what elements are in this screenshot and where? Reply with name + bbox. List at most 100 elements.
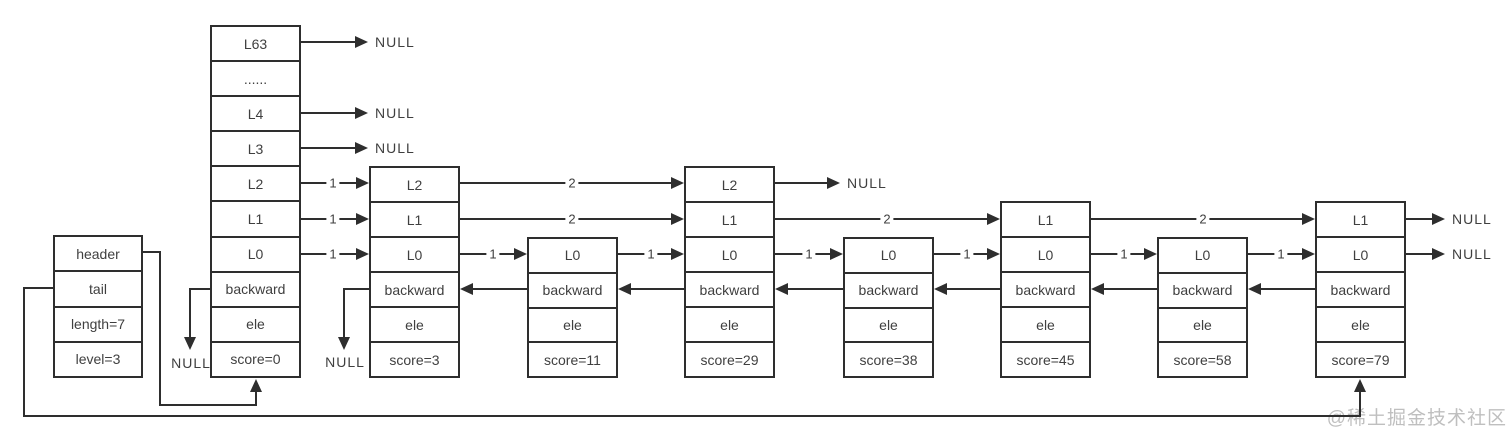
span-label-node4-l0: 1 <box>960 246 974 262</box>
arrow-node6-l0-head <box>1302 248 1315 260</box>
arrow-node3-l2-null-head <box>827 177 840 189</box>
node3-level-l0: L0 <box>686 236 773 271</box>
node7-ele-field: ele <box>1317 306 1404 341</box>
arrow-header-l1-head <box>356 213 369 225</box>
node-score-45: L1 L0 backward ele score=45 <box>1000 201 1091 378</box>
node6-backward-field: backward <box>1159 271 1246 307</box>
arrow-node1-l1-head <box>671 213 684 225</box>
arrow-node3-l1-head <box>987 213 1000 225</box>
node7-level-l1: L1 <box>1352 211 1369 228</box>
arrow-node7-backward-head <box>1248 283 1261 295</box>
arrow-header-l0-head <box>356 248 369 260</box>
arrow-node7-l0-null-line <box>1406 253 1432 255</box>
null-label-l4: NULL <box>375 105 415 121</box>
node5-ele-field: ele <box>1002 306 1089 341</box>
arrow-node5-backward-head <box>934 283 947 295</box>
node-score-79: L1 L0 backward ele score=79 <box>1315 201 1406 378</box>
null-label-header-backward: NULL <box>171 355 211 371</box>
span-label-node5-l0: 1 <box>1117 246 1131 262</box>
arrow-header-backward-head <box>184 337 196 350</box>
header-level-l63: L63 <box>243 35 268 52</box>
arrow-node3-l0-head <box>830 248 843 260</box>
header-level-l3: L3 <box>212 130 299 165</box>
node4-score-field: score=38 <box>845 341 932 376</box>
header-level-l4: L4 <box>212 95 299 130</box>
node1-score-field: score=3 <box>371 341 458 376</box>
node3-level-l1: L1 <box>686 201 773 236</box>
arrow-node7-backward-line <box>1261 288 1315 290</box>
arrow-node1-backward-line-v <box>343 288 345 338</box>
arrow-node2-l0-head <box>671 248 684 260</box>
watermark: @稀土掘金技术社区 <box>1326 408 1507 429</box>
header-backward-field: backward <box>212 270 299 306</box>
arrow-node7-l1-null-head <box>1432 213 1445 225</box>
zskiplist-length-field: length=7 <box>55 305 141 341</box>
header-level-l0: L0 <box>212 235 299 271</box>
node-score-58: L0 backward ele score=58 <box>1157 237 1248 378</box>
arrow-node3-backward-line <box>631 288 684 290</box>
null-label-node1-backward: NULL <box>325 354 365 370</box>
span-label-node3-l1: 2 <box>880 211 894 227</box>
arrow-node6-backward-head <box>1091 283 1104 295</box>
span-label-node1-l0: 1 <box>486 246 500 262</box>
arrow-node1-l0-head <box>514 248 527 260</box>
null-label-node7-l0: NULL <box>1452 246 1492 262</box>
arrow-node5-l0-head <box>1144 248 1157 260</box>
arrow-node3-backward-head <box>618 283 631 295</box>
span-label-node6-l0: 1 <box>1274 246 1288 262</box>
node3-score-field: score=29 <box>686 341 773 376</box>
arrow-node3-l2-null-line <box>775 182 827 184</box>
header-pointer-line-1 <box>143 251 161 253</box>
arrow-node1-l2-head <box>671 177 684 189</box>
header-level-ellipsis: ...... <box>212 60 299 95</box>
zskiplist-header-field: header <box>76 245 120 262</box>
arrow-l63-null-head <box>355 36 368 48</box>
arrow-node4-backward-line <box>788 288 843 290</box>
node5-backward-field: backward <box>1002 271 1089 306</box>
node3-level-l2: L2 <box>721 176 738 193</box>
node6-score-field: score=58 <box>1159 341 1246 376</box>
arrow-l63-null-line <box>301 41 355 43</box>
node7-score-field: score=79 <box>1317 341 1404 376</box>
null-label-node3-l2: NULL <box>847 175 887 191</box>
arrow-node7-l1-null-line <box>1406 218 1432 220</box>
node5-score-field: score=45 <box>1002 341 1089 376</box>
tail-pointer-line-2 <box>23 287 25 417</box>
arrow-node7-l0-null-head <box>1432 248 1445 260</box>
span-label-header-l2: 1 <box>326 175 340 191</box>
node1-level-l0: L0 <box>371 236 458 271</box>
arrow-node1-backward-line-h <box>343 288 369 290</box>
header-level-l2: L2 <box>212 165 299 200</box>
node1-level-l2: L2 <box>406 176 423 193</box>
node5-level-l1: L1 <box>1037 211 1054 228</box>
arrow-header-backward-line-h <box>189 288 210 290</box>
arrow-l4-null-line <box>301 112 355 114</box>
null-label-l3: NULL <box>375 140 415 156</box>
span-label-header-l1: 1 <box>326 211 340 227</box>
node5-level-l0: L0 <box>1002 236 1089 271</box>
header-ele-field: ele <box>212 305 299 341</box>
arrow-node2-backward-line <box>473 288 527 290</box>
null-label-node7-l1: NULL <box>1452 211 1492 227</box>
node3-backward-field: backward <box>686 271 773 306</box>
arrow-node2-backward-head <box>460 283 473 295</box>
arrow-l3-null-line <box>301 147 355 149</box>
span-label-node5-l1: 2 <box>1196 211 1210 227</box>
node4-level-l0: L0 <box>880 247 897 264</box>
zskiplist-info-box: header tail length=7 level=3 <box>53 235 143 378</box>
node1-level-l1: L1 <box>371 201 458 236</box>
header-pointer-head <box>250 379 262 392</box>
arrow-l4-null-head <box>355 107 368 119</box>
node4-ele-field: ele <box>845 306 932 342</box>
node2-ele-field: ele <box>529 306 616 342</box>
arrow-node4-backward-head <box>775 283 788 295</box>
node6-ele-field: ele <box>1159 306 1246 342</box>
node1-backward-field: backward <box>371 271 458 306</box>
header-pointer-line-3 <box>159 404 257 406</box>
arrow-node5-l1-head <box>1302 213 1315 225</box>
tail-pointer-line-4 <box>1359 390 1361 417</box>
node2-score-field: score=11 <box>529 341 616 376</box>
tail-pointer-line-1 <box>24 287 53 289</box>
node2-backward-field: backward <box>529 271 616 307</box>
arrow-node6-backward-line <box>1104 288 1157 290</box>
